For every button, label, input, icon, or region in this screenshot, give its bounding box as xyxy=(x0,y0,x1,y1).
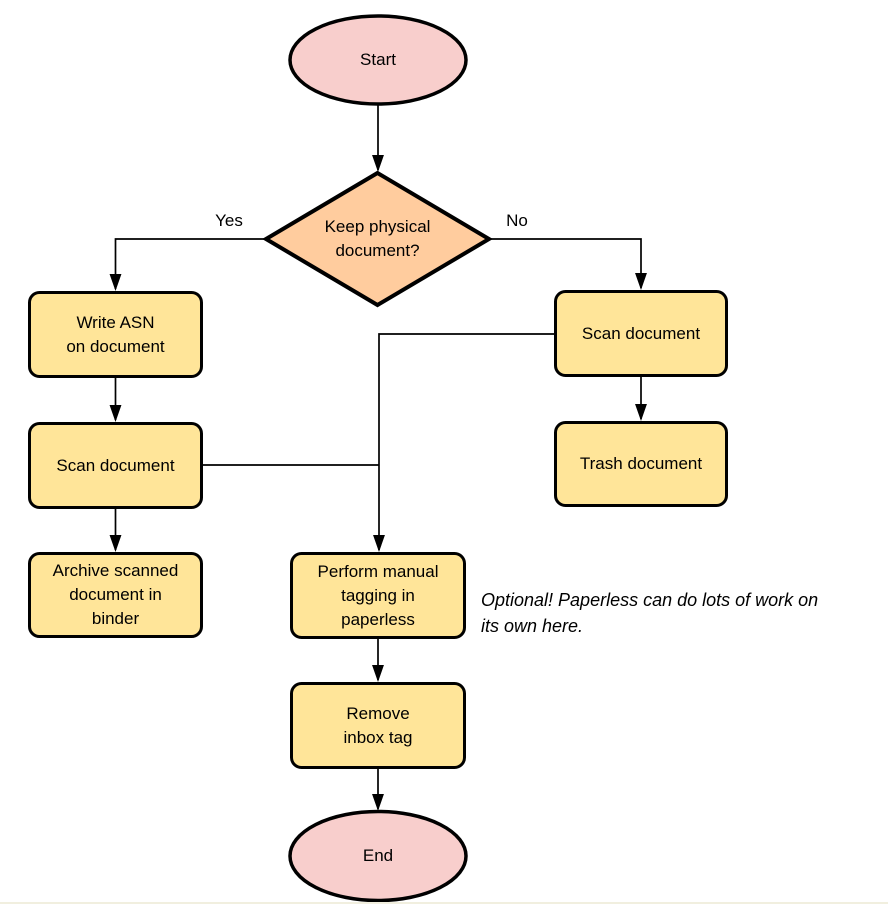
edge-scan-right-to-tagging xyxy=(379,333,554,550)
edge-decision-no-to-scan-right xyxy=(490,238,641,288)
decision-node-shape xyxy=(262,170,493,308)
start-node-shape xyxy=(288,14,468,106)
write-asn-node-shape xyxy=(28,291,203,378)
scan-left-node-shape xyxy=(28,422,203,509)
edge-decision-yes-to-write-asn xyxy=(116,238,265,289)
scan-right-node-shape xyxy=(554,290,728,377)
archive-node-shape xyxy=(28,552,203,638)
tagging-node-shape xyxy=(290,552,466,639)
page-bottom-border xyxy=(0,902,888,904)
remove-inbox-node-shape xyxy=(290,682,466,769)
trash-node-shape xyxy=(554,421,728,507)
end-node-shape xyxy=(288,809,468,903)
optional-note: Optional! Paperless can do lots of work … xyxy=(481,590,819,636)
